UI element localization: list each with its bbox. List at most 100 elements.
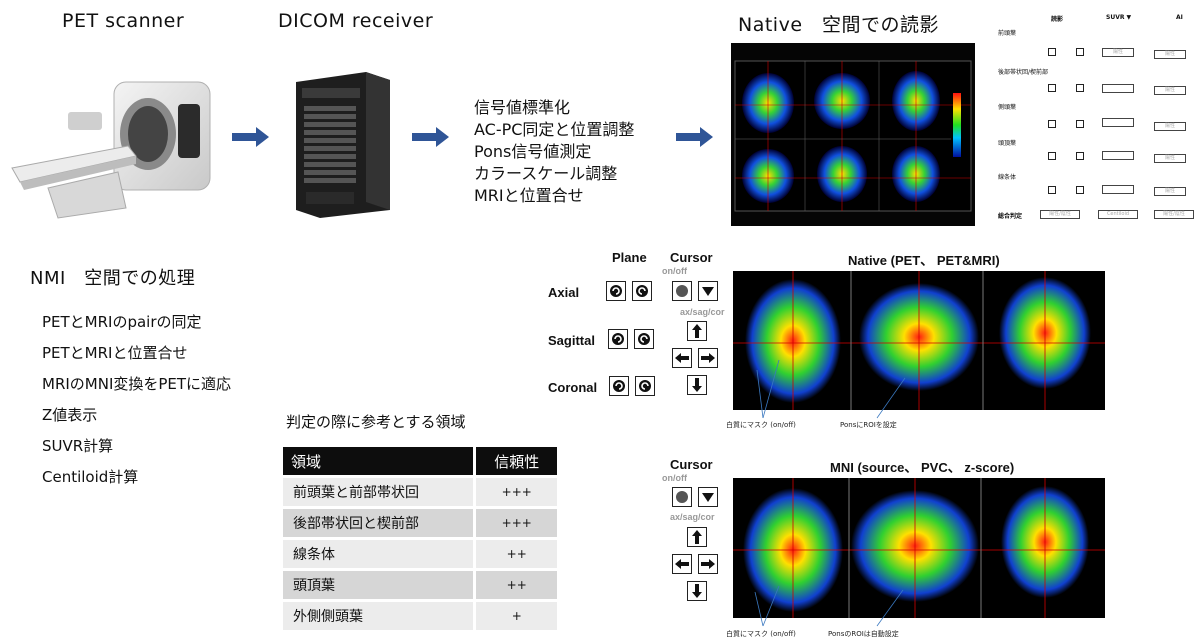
mni-mask-note: 白質にマスク (on/off) bbox=[726, 630, 796, 638]
form-row-label: 前頭葉 bbox=[998, 30, 1017, 37]
table-row: 頭頂葉 ++ bbox=[283, 571, 557, 599]
negative-checkbox[interactable] bbox=[1076, 120, 1084, 128]
summary-ai-field[interactable]: 陽性/陰性 bbox=[1154, 210, 1194, 219]
native-reading-title: Native 空間での読影 bbox=[738, 14, 940, 36]
nmi-steps: PETとMRIのpairの同定 PETとMRIと位置合せ MRIのMNI変換をP… bbox=[42, 307, 231, 493]
form-row-label: 頭頂葉 bbox=[998, 140, 1017, 147]
suvr-field[interactable] bbox=[1102, 118, 1134, 127]
ai-field[interactable]: 陽性 bbox=[1154, 187, 1186, 196]
arrow-right-icon bbox=[676, 127, 713, 147]
rotate-right-axial-button[interactable] bbox=[632, 281, 652, 301]
table-row: 後部帯状回と楔前部 +++ bbox=[283, 509, 557, 537]
reliability-cell: ++ bbox=[473, 571, 557, 599]
mni-cursor-onoff-hint: on/off bbox=[662, 473, 687, 483]
positive-checkbox[interactable] bbox=[1048, 84, 1056, 92]
cursor-onoff-hint: on/off bbox=[662, 266, 687, 276]
reliability-cell: +++ bbox=[473, 478, 557, 506]
step-item: カラースケール調整 bbox=[474, 164, 618, 183]
reading-form: 読影 SUVR ▼ AI 前頭葉 陽性 陽性 後部帯状回/楔前部 陽性 側頭葉 … bbox=[996, 10, 1196, 225]
mni-arrow-right-button[interactable] bbox=[698, 554, 718, 574]
dicom-receiver-title: DICOM receiver bbox=[278, 10, 434, 32]
region-header: 領域 bbox=[283, 447, 474, 475]
mni-cursor-toggle-button[interactable] bbox=[672, 487, 692, 507]
positive-checkbox[interactable] bbox=[1048, 186, 1056, 194]
col-suvr-label[interactable]: SUVR ▼ bbox=[1106, 14, 1132, 21]
col-reading-label: 読影 bbox=[1051, 16, 1064, 23]
negative-checkbox[interactable] bbox=[1076, 152, 1084, 160]
step-item: Pons信号値測定 bbox=[474, 142, 592, 161]
plane-label: Plane bbox=[612, 250, 647, 265]
native-pons-note: PonsにROIを設定 bbox=[840, 421, 897, 429]
ai-field[interactable]: 陽性 bbox=[1154, 154, 1186, 163]
ai-field[interactable]: 陽性 bbox=[1154, 50, 1186, 59]
mni-pons-note: PonsのROIは自動設定 bbox=[828, 630, 899, 638]
mni-panel-title: MNI (source、 PVC、 z-score) bbox=[830, 460, 1015, 475]
suvr-field[interactable] bbox=[1102, 185, 1134, 194]
rotate-left-sagittal-button[interactable] bbox=[608, 329, 628, 349]
arrow-right-icon bbox=[412, 127, 449, 147]
ax-sag-cor-hint: ax/sag/cor bbox=[680, 307, 725, 317]
cursor-dropdown-button[interactable] bbox=[698, 281, 718, 301]
rotate-right-sagittal-button[interactable] bbox=[634, 329, 654, 349]
native-viewer-screenshot bbox=[731, 43, 975, 226]
region-cell: 後部帯状回と楔前部 bbox=[283, 509, 474, 537]
rotate-left-coronal-button[interactable] bbox=[609, 376, 629, 396]
region-cell: 線条体 bbox=[283, 540, 474, 568]
table-row: 外側側頭葉 + bbox=[283, 602, 557, 630]
mni-annotation-leader-lines bbox=[754, 585, 904, 627]
axial-label: Axial bbox=[548, 285, 580, 300]
coronal-label: Coronal bbox=[548, 380, 598, 395]
reliability-cell: +++ bbox=[473, 509, 557, 537]
positive-checkbox[interactable] bbox=[1048, 152, 1056, 160]
pet-scanner-image bbox=[8, 72, 220, 222]
rotate-left-axial-button[interactable] bbox=[606, 281, 626, 301]
cursor-toggle-button[interactable] bbox=[672, 281, 692, 301]
rotate-right-coronal-button[interactable] bbox=[635, 376, 655, 396]
form-row-label: 側頭葉 bbox=[998, 104, 1017, 111]
ai-field[interactable]: 陽性 bbox=[1154, 122, 1186, 131]
summary-label: 総合判定 bbox=[998, 213, 1023, 220]
table-row: 前頭葉と前部帯状回 +++ bbox=[283, 478, 557, 506]
suvr-field[interactable] bbox=[1102, 151, 1134, 160]
native-pet-panel bbox=[733, 271, 1105, 410]
col-ai-label: AI bbox=[1176, 14, 1183, 21]
summary-reading-field[interactable]: 陽性/陰性 bbox=[1040, 210, 1080, 219]
ai-field[interactable]: 陽性 bbox=[1154, 86, 1186, 95]
suvr-field[interactable] bbox=[1102, 84, 1134, 93]
nmi-step-item: Z値表示 bbox=[42, 406, 98, 424]
negative-checkbox[interactable] bbox=[1076, 48, 1084, 56]
dicom-server-image bbox=[286, 70, 392, 218]
annotation-leader-lines bbox=[756, 359, 906, 419]
arrow-left-button[interactable] bbox=[672, 348, 692, 368]
negative-checkbox[interactable] bbox=[1076, 84, 1084, 92]
mni-pet-panel bbox=[733, 478, 1105, 618]
region-cell: 前頭葉と前部帯状回 bbox=[283, 478, 474, 506]
arrow-right-button[interactable] bbox=[698, 348, 718, 368]
summary-centiloid-field[interactable]: Centiloid bbox=[1098, 210, 1138, 219]
arrow-up-button[interactable] bbox=[687, 321, 707, 341]
mni-cursor-dropdown-button[interactable] bbox=[698, 487, 718, 507]
nmi-step-item: PETとMRIと位置合せ bbox=[42, 344, 188, 362]
positive-checkbox[interactable] bbox=[1048, 120, 1056, 128]
step-item: 信号値標準化 bbox=[474, 98, 571, 117]
table-row: 線条体 ++ bbox=[283, 540, 557, 568]
negative-checkbox[interactable] bbox=[1076, 186, 1084, 194]
mni-arrow-up-button[interactable] bbox=[687, 527, 707, 547]
form-row-label: 後部帯状回/楔前部 bbox=[998, 69, 1049, 76]
mni-cursor-label: Cursor bbox=[670, 457, 713, 472]
reliability-cell: ++ bbox=[473, 540, 557, 568]
pet-scanner-title: PET scanner bbox=[62, 10, 185, 32]
native-panel-title: Native (PET、 PET&MRI) bbox=[848, 253, 1000, 268]
positive-checkbox[interactable] bbox=[1048, 48, 1056, 56]
suvr-field[interactable]: 陽性 bbox=[1102, 48, 1134, 57]
mni-ax-sag-cor-hint: ax/sag/cor bbox=[670, 512, 715, 522]
mni-arrow-down-button[interactable] bbox=[687, 581, 707, 601]
native-mask-note: 白質にマスク (on/off) bbox=[726, 421, 796, 429]
step-item: MRIと位置合せ bbox=[474, 186, 584, 205]
mni-arrow-left-button[interactable] bbox=[672, 554, 692, 574]
region-table-title: 判定の際に参考とする領域 bbox=[286, 413, 466, 431]
arrow-down-button[interactable] bbox=[687, 375, 707, 395]
preprocessing-steps: 信号値標準化 AC-PC同定と位置調整 Pons信号値測定 カラースケール調整 … bbox=[474, 97, 634, 207]
reliability-cell: + bbox=[473, 602, 557, 630]
nmi-step-item: MRIのMNI変換をPETに適応 bbox=[42, 375, 232, 393]
